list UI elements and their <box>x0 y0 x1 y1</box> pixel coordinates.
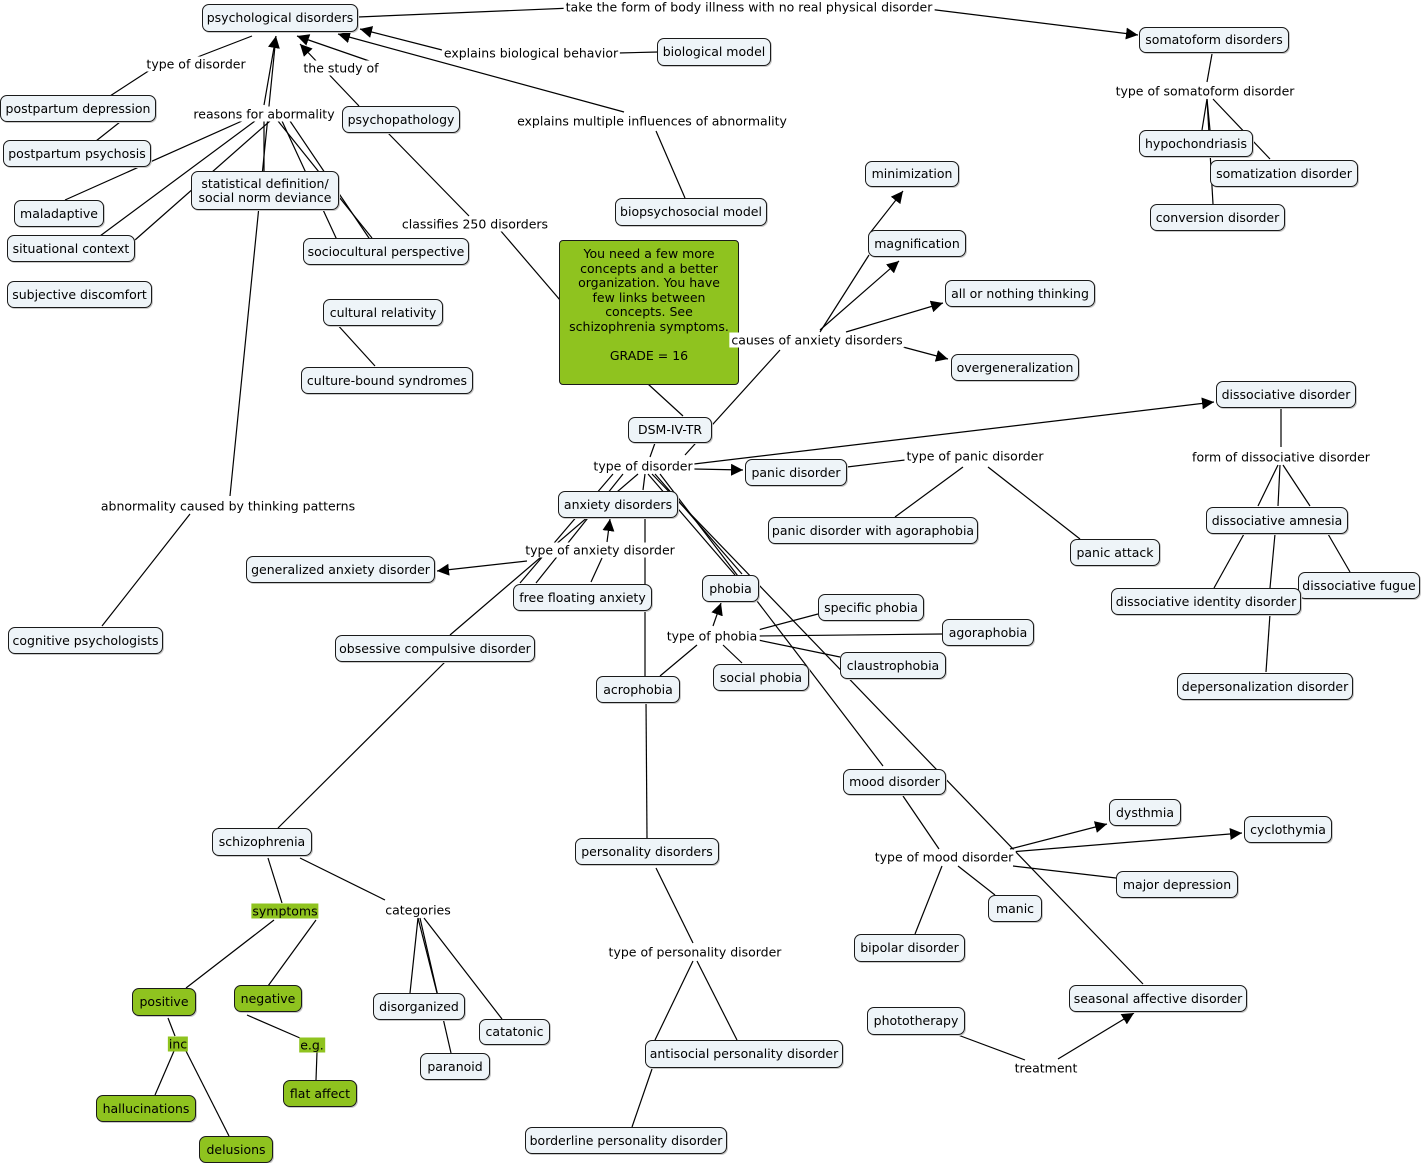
node-panic-disorder[interactable]: panic disorder <box>745 459 847 486</box>
node-seasonal-affective-disorder[interactable]: seasonal affective disorder <box>1069 985 1247 1012</box>
node-catatonic[interactable]: catatonic <box>479 1019 550 1045</box>
node-delusions[interactable]: delusions <box>199 1136 273 1163</box>
node-somatoform-disorders[interactable]: somatoform disorders <box>1139 27 1289 53</box>
node-manic[interactable]: manic <box>988 895 1042 922</box>
node-cognitive-psychologists[interactable]: cognitive psychologists <box>8 627 163 654</box>
node-panic-attack[interactable]: panic attack <box>1070 539 1160 566</box>
node-positive[interactable]: positive <box>132 988 196 1016</box>
link-type-of-anxiety-disorder[interactable]: type of anxiety disorder <box>523 542 677 558</box>
node-borderline-personality-disorder[interactable]: borderline personality disorder <box>525 1127 727 1154</box>
node-biological-model[interactable]: biological model <box>657 38 771 66</box>
node-obsessive-compulsive-disorder[interactable]: obsessive compulsive disorder <box>335 635 535 662</box>
link-the-study-of[interactable]: the study of <box>301 60 381 76</box>
node-sociocultural-perspective[interactable]: sociocultural perspective <box>303 238 469 265</box>
node-major-depression[interactable]: major depression <box>1116 871 1238 898</box>
link-explains-biological-behavior[interactable]: explains biological behavior <box>441 45 621 61</box>
node-maladaptive[interactable]: maladaptive <box>14 200 104 227</box>
node-paranoid[interactable]: paranoid <box>420 1053 490 1080</box>
feedback-note[interactable]: You need a few more concepts and a bette… <box>559 240 739 385</box>
link-abnormality-caused-by-thinking[interactable]: abnormality caused by thinking patterns <box>98 498 358 514</box>
link-treatment[interactable]: treatment <box>1012 1060 1080 1076</box>
node-negative[interactable]: negative <box>234 985 302 1012</box>
node-specific-phobia[interactable]: specific phobia <box>818 594 924 621</box>
node-minimization[interactable]: minimization <box>865 161 959 187</box>
node-overgeneralization[interactable]: overgeneralization <box>951 354 1079 381</box>
node-situational-context[interactable]: situational context <box>7 235 135 262</box>
link-explains-multiple-influences[interactable]: explains multiple influences of abnormal… <box>515 113 789 129</box>
link-symptoms[interactable]: symptoms <box>251 903 319 919</box>
link-classifies-250-disorders[interactable]: classifies 250 disorders <box>399 216 551 232</box>
node-hallucinations[interactable]: hallucinations <box>96 1095 196 1122</box>
node-statistical-definition[interactable]: statistical definition/ social norm devi… <box>191 171 339 210</box>
node-claustrophobia[interactable]: claustrophobia <box>840 652 946 679</box>
node-postpartum-depression[interactable]: postpartum depression <box>0 95 156 122</box>
node-subjective-discomfort[interactable]: subjective discomfort <box>7 281 152 308</box>
node-dissociative-fugue[interactable]: dissociative fugue <box>1298 572 1420 599</box>
node-all-or-nothing-thinking[interactable]: all or nothing thinking <box>945 280 1095 307</box>
node-social-phobia[interactable]: social phobia <box>713 664 809 691</box>
node-culture-bound-syndromes[interactable]: culture-bound syndromes <box>301 367 473 394</box>
link-type-of-phobia[interactable]: type of phobia <box>664 628 760 644</box>
link-form-of-dissociative-disorder[interactable]: form of dissociative disorder <box>1190 449 1372 465</box>
node-cultural-relativity[interactable]: cultural relativity <box>323 299 443 326</box>
node-acrophobia[interactable]: acrophobia <box>596 676 680 703</box>
node-magnification[interactable]: magnification <box>868 230 966 257</box>
node-flat-affect[interactable]: flat affect <box>283 1080 357 1107</box>
node-dysthmia[interactable]: dysthmia <box>1109 799 1181 826</box>
node-dissociative-identity-disorder[interactable]: dissociative identity disorder <box>1111 588 1301 615</box>
link-take-form-body-illness[interactable]: take the form of body illness with no re… <box>563 0 935 15</box>
link-type-of-disorder-top[interactable]: type of disorder <box>144 56 248 72</box>
node-postpartum-psychosis[interactable]: postpartum psychosis <box>3 140 151 167</box>
node-mood-disorder[interactable]: mood disorder <box>843 769 946 795</box>
node-schizophrenia[interactable]: schizophrenia <box>212 828 312 856</box>
node-dissociative-disorder[interactable]: dissociative disorder <box>1216 381 1356 408</box>
link-reasons-for-abormality[interactable]: reasons for abormality <box>191 106 337 122</box>
link-type-of-personality-disorder[interactable]: type of personality disorder <box>606 944 784 960</box>
node-dissociative-amnesia[interactable]: dissociative amnesia <box>1206 507 1348 534</box>
link-type-of-disorder-dsm[interactable]: type of disorder <box>591 458 695 474</box>
node-antisocial-personality-disorder[interactable]: antisocial personality disorder <box>645 1040 843 1068</box>
node-conversion-disorder[interactable]: conversion disorder <box>1150 204 1285 231</box>
node-biopsychosocial-model[interactable]: biopsychosocial model <box>615 198 767 226</box>
node-cyclothymia[interactable]: cyclothymia <box>1244 816 1332 843</box>
node-free-floating-anxiety[interactable]: free floating anxiety <box>513 584 652 611</box>
link-inc[interactable]: inc <box>167 1036 189 1052</box>
link-type-of-somatoform-disorder[interactable]: type of somatoform disorder <box>1113 83 1297 99</box>
link-categories[interactable]: categories <box>383 902 453 918</box>
node-phobia[interactable]: phobia <box>702 575 759 602</box>
node-depersonalization-disorder[interactable]: depersonalization disorder <box>1177 673 1353 700</box>
node-dsm-iv-tr[interactable]: DSM-IV-TR <box>628 417 712 443</box>
node-panic-disorder-with-agoraphobia[interactable]: panic disorder with agoraphobia <box>768 517 978 544</box>
link-type-of-mood-disorder[interactable]: type of mood disorder <box>872 849 1016 865</box>
node-phototherapy[interactable]: phototherapy <box>867 1007 965 1035</box>
node-hypochondriasis[interactable]: hypochondriasis <box>1139 130 1253 157</box>
node-somatization-disorder[interactable]: somatization disorder <box>1210 160 1358 187</box>
node-psychological-disorders[interactable]: psychological disorders <box>202 4 358 32</box>
link-type-of-panic-disorder[interactable]: type of panic disorder <box>904 448 1046 464</box>
link-causes-of-anxiety-disorders[interactable]: causes of anxiety disorders <box>729 332 905 348</box>
node-agoraphobia[interactable]: agoraphobia <box>942 619 1034 646</box>
node-personality-disorders[interactable]: personality disorders <box>575 838 719 865</box>
node-bipolar-disorder[interactable]: bipolar disorder <box>854 934 965 962</box>
node-psychopathology[interactable]: psychopathology <box>342 106 460 133</box>
link-eg[interactable]: e.g. <box>299 1037 325 1053</box>
node-disorganized[interactable]: disorganized <box>373 993 465 1020</box>
node-generalized-anxiety-disorder[interactable]: generalized anxiety disorder <box>246 556 435 583</box>
node-anxiety-disorders[interactable]: anxiety disorders <box>558 491 678 518</box>
